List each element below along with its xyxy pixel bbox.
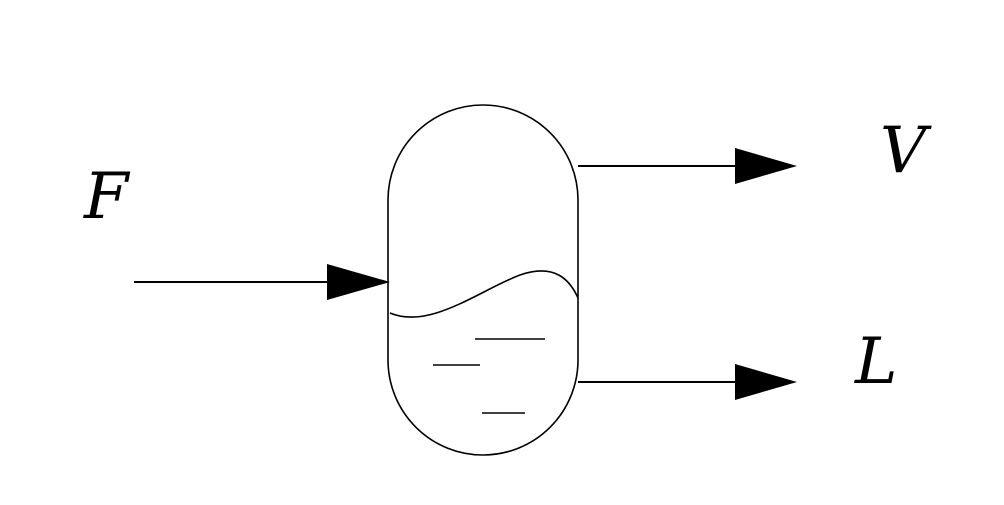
vapor-arrowhead xyxy=(735,148,797,184)
feed-stream: F xyxy=(83,160,390,300)
flash-drum xyxy=(387,104,579,456)
liquid-arrowhead xyxy=(735,364,797,400)
feed-label: F xyxy=(83,160,131,234)
liquid-stream: L xyxy=(578,325,898,400)
feed-arrowhead xyxy=(327,264,390,300)
liquid-surface xyxy=(389,270,579,318)
vapor-label: V xyxy=(880,114,932,188)
vapor-stream: V xyxy=(578,114,932,188)
liquid-label: L xyxy=(854,325,898,399)
vessel-body xyxy=(387,104,579,456)
